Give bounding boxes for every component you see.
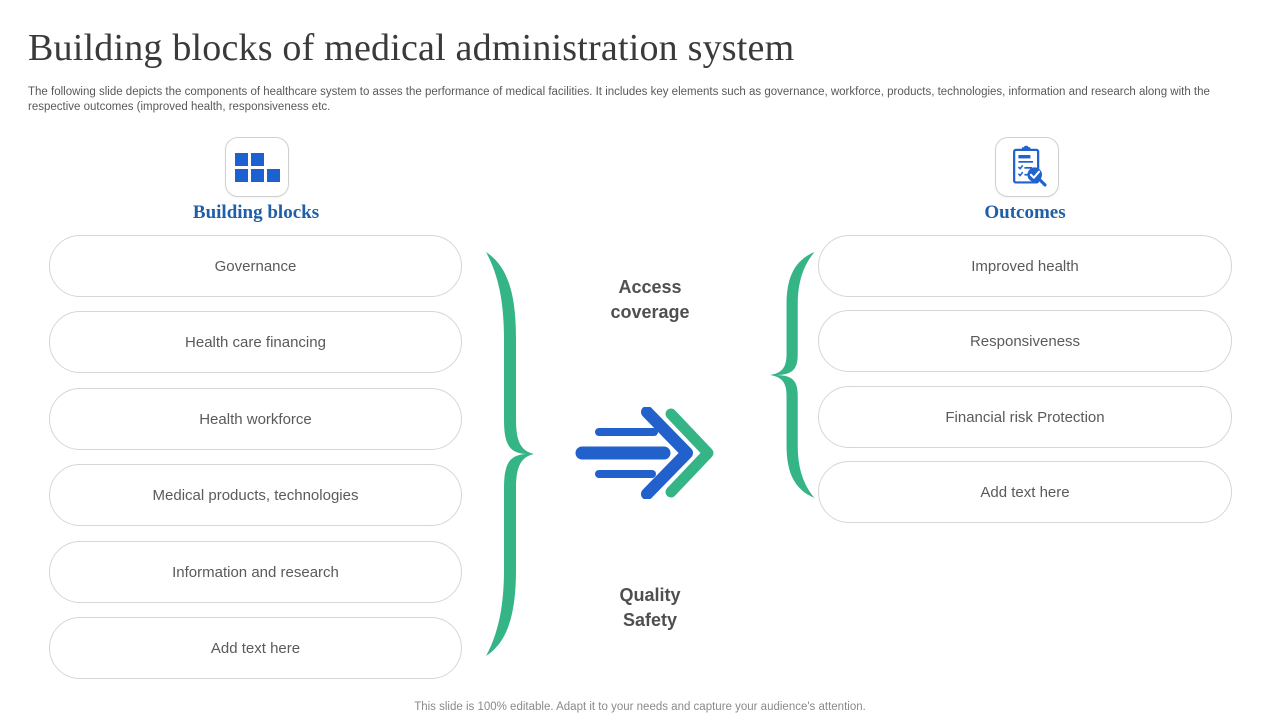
double-chevron-arrow-icon: [574, 406, 726, 500]
outcome-pill[interactable]: Improved health: [818, 235, 1232, 297]
access-coverage-label: Access coverage: [610, 277, 690, 322]
clipboard-check-magnifier-icon: [995, 137, 1059, 197]
building-block-pill[interactable]: Governance: [49, 235, 462, 297]
left-curly-brace: [478, 252, 538, 656]
building-block-pill[interactable]: Medical products, technologies: [49, 464, 462, 526]
slide-description: The following slide depicts the componen…: [28, 86, 1210, 113]
outcome-pill[interactable]: Responsiveness: [818, 310, 1232, 372]
outcome-pill[interactable]: Add text here: [818, 461, 1232, 523]
right-column-heading: Outcomes: [984, 202, 1066, 223]
footer-note: This slide is 100% editable. Adapt it to…: [414, 701, 866, 713]
clipboard-check-magnifier-icon-glyph: [1013, 145, 1047, 187]
quality-safety-label: Quality Safety: [619, 585, 681, 630]
building-block-pill[interactable]: Health care financing: [49, 311, 462, 373]
building-block-pill[interactable]: Information and research: [49, 541, 462, 603]
right-curly-brace: [766, 252, 822, 498]
building-block-pill[interactable]: Add text here: [49, 617, 462, 679]
page-title: Building blocks of medical administratio…: [28, 27, 795, 69]
blocks-grid-icon-glyph: [234, 152, 280, 182]
building-block-pill[interactable]: Health workforce: [49, 388, 462, 450]
left-column-heading: Building blocks: [192, 202, 320, 223]
outcome-pill[interactable]: Financial risk Protection: [818, 386, 1232, 448]
blocks-grid-icon: [225, 137, 289, 197]
